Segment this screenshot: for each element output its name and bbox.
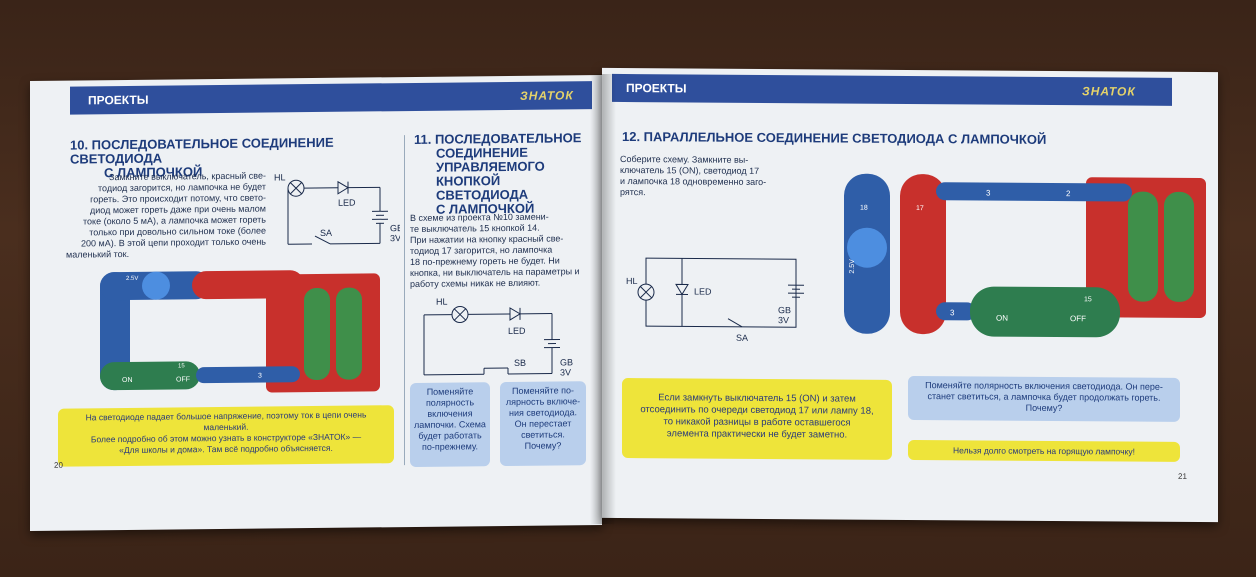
switch-on-label: ON — [122, 377, 132, 384]
led-module — [900, 174, 946, 335]
wire-bottom — [936, 302, 976, 321]
project12-title: 12. ПАРАЛЛЕЛЬНОЕ СОЕДИНЕНИЕ СВЕТОДИОДА С… — [622, 128, 1047, 147]
schematic-led-label: LED — [508, 326, 526, 336]
box-line: по-прежнему. — [421, 441, 479, 452]
project10-note: На светодиоде падает большое напряжение,… — [58, 405, 394, 467]
left-brand-logo: ЗНАТОК — [520, 88, 574, 103]
note-line: элемента практически не будет заметно. — [666, 428, 848, 441]
open-book: ПРОЕКТЫ ЗНАТОК 10. ПОСЛЕДОВАТЕЛЬНОЕ СОЕД… — [30, 67, 1220, 531]
box-line: полярность — [425, 397, 475, 408]
lamp-icon — [142, 271, 170, 300]
schematic-sb-label: SB — [514, 358, 526, 368]
switch-off-label: OFF — [1070, 314, 1086, 323]
lamp-number: 18 — [860, 205, 868, 212]
project11-title: 11. ПОСЛЕДОВАТЕЛЬНОЕ СОЕДИНЕНИЕ УПРАВЛЯЕ… — [414, 130, 594, 217]
schematic-gb-label: GB — [560, 357, 573, 367]
switch-number: 15 — [178, 363, 185, 369]
project10-board-image: 2.5V ON OFF 3 15 — [100, 270, 380, 393]
lamp-warning: Нельзя долго смотреть на горящую лампочк… — [908, 439, 1180, 462]
battery-right — [336, 287, 362, 380]
project12-note: Если замкнуть выключатель 15 (ON) и зате… — [622, 377, 892, 460]
battery-left — [304, 287, 330, 381]
left-page: ПРОЕКТЫ ЗНАТОК 10. ПОСЛЕДОВАТЕЛЬНОЕ СОЕД… — [30, 75, 602, 531]
project12-schematic: HL LED SA GB 3V — [626, 257, 804, 343]
schematic-led-label: LED — [338, 198, 356, 208]
schematic-sa-label: SA — [736, 333, 748, 343]
schematic-hl-label: HL — [436, 297, 448, 307]
right-header-banner: ПРОЕКТЫ ЗНАТОК — [612, 73, 1172, 106]
left-header-banner: ПРОЕКТЫ ЗНАТОК — [70, 81, 592, 115]
wire-number: 2 — [1066, 189, 1071, 198]
project12-text: Соберите схему. Замкните вы- ключатель 1… — [620, 154, 800, 199]
wire-number: 3 — [950, 308, 955, 317]
right-page: ПРОЕКТЫ ЗНАТОК 12. ПАРАЛЛЕЛЬНОЕ СОЕДИНЕН… — [602, 67, 1218, 523]
box-line: Поменяйте по- — [512, 385, 574, 396]
text-line: и лампочка 18 одновременно заго- — [620, 175, 767, 187]
project11-box-lamp-polarity: Поменяйте полярность включения лампочки.… — [410, 382, 490, 468]
left-header-title: ПРОЕКТЫ — [88, 92, 149, 108]
box-line: Он перестает — [514, 418, 572, 429]
box-line: включения — [427, 408, 473, 419]
page-number-left: 20 — [54, 460, 63, 470]
switch-module — [970, 286, 1120, 338]
wire-number: 3 — [986, 189, 991, 198]
schematic-sa-label: SA — [320, 228, 332, 238]
project12-led-polarity-box: Поменяйте полярность включения светодиод… — [908, 375, 1180, 422]
project11-text: В схеме из проекта №10 замени- те выключ… — [410, 211, 590, 290]
schematic-voltage-label: 3V — [778, 315, 789, 325]
box-line: лярность включе- — [505, 396, 581, 408]
right-header-title: ПРОЕКТЫ — [626, 81, 687, 96]
schematic-voltage-label: 3V — [560, 367, 571, 377]
battery-left — [1128, 191, 1158, 302]
box-line: станет светиться, а лампочка будет продо… — [927, 391, 1161, 403]
schematic-hl-label: HL — [274, 172, 286, 182]
project10-title-line1: 10. ПОСЛЕДОВАТЕЛЬНОЕ СОЕДИНЕНИЕ СВЕТОДИО… — [70, 134, 334, 167]
lamp-voltage-label: 2.5V — [849, 259, 856, 274]
switch-off-label: OFF — [176, 376, 190, 383]
switch-number: 15 — [1084, 296, 1092, 303]
schematic-gb-label: GB — [778, 305, 791, 315]
book-spine — [590, 74, 616, 524]
battery-right — [1164, 191, 1194, 302]
page-number-right: 21 — [1178, 471, 1187, 481]
box-line: светиться. — [521, 429, 565, 440]
project10-schematic: HL LED SA GB 3V — [274, 172, 400, 245]
lamp-icon — [847, 227, 887, 268]
box-line: будет работать — [418, 430, 482, 441]
text-line: 200 мА). В этой цепи проходит только оче… — [81, 236, 266, 249]
lamp-voltage-label: 2.5V — [126, 276, 138, 282]
schematic-hl-label: HL — [626, 276, 638, 286]
switch-module — [100, 361, 200, 391]
blue-wire-left — [100, 272, 130, 391]
text-line: маленький ток. — [66, 248, 130, 260]
box-line: Поменяйте — [426, 386, 474, 397]
project10-text: Замкните выключатель, красный све- тодио… — [66, 171, 266, 261]
text-line: рятся. — [620, 186, 646, 198]
wire-3 — [196, 366, 300, 384]
project11-schematic: HL LED SB GB 3V — [423, 297, 573, 377]
project11-box-led-polarity: Поменяйте по- лярность включе- ния свето… — [500, 381, 586, 467]
led-module — [192, 270, 304, 300]
switch-on-label: ON — [996, 314, 1008, 323]
text-line: работу схемы никак не влияют. — [410, 277, 541, 290]
column-divider — [404, 135, 405, 466]
box-line: ния светодиода. — [509, 407, 577, 418]
schematic-led-label: LED — [694, 286, 712, 296]
box-line: лампочки. Схема — [414, 419, 486, 430]
right-brand-logo: ЗНАТОК — [1082, 84, 1136, 99]
box-line: Почему? — [1025, 402, 1063, 414]
schematic-voltage-label: 3V — [390, 233, 400, 243]
project12-board-image: 2.5V ON OFF 3 2 3 18 17 15 — [844, 173, 1206, 338]
wire-top — [936, 182, 1132, 202]
wire-number: 3 — [258, 373, 262, 380]
box-line: Почему? — [524, 440, 562, 451]
led-number: 17 — [916, 205, 924, 212]
schematic-gb-label: GB — [390, 223, 400, 233]
title-line: КНОПКОЙ СВЕТОДИОДА — [436, 173, 529, 203]
